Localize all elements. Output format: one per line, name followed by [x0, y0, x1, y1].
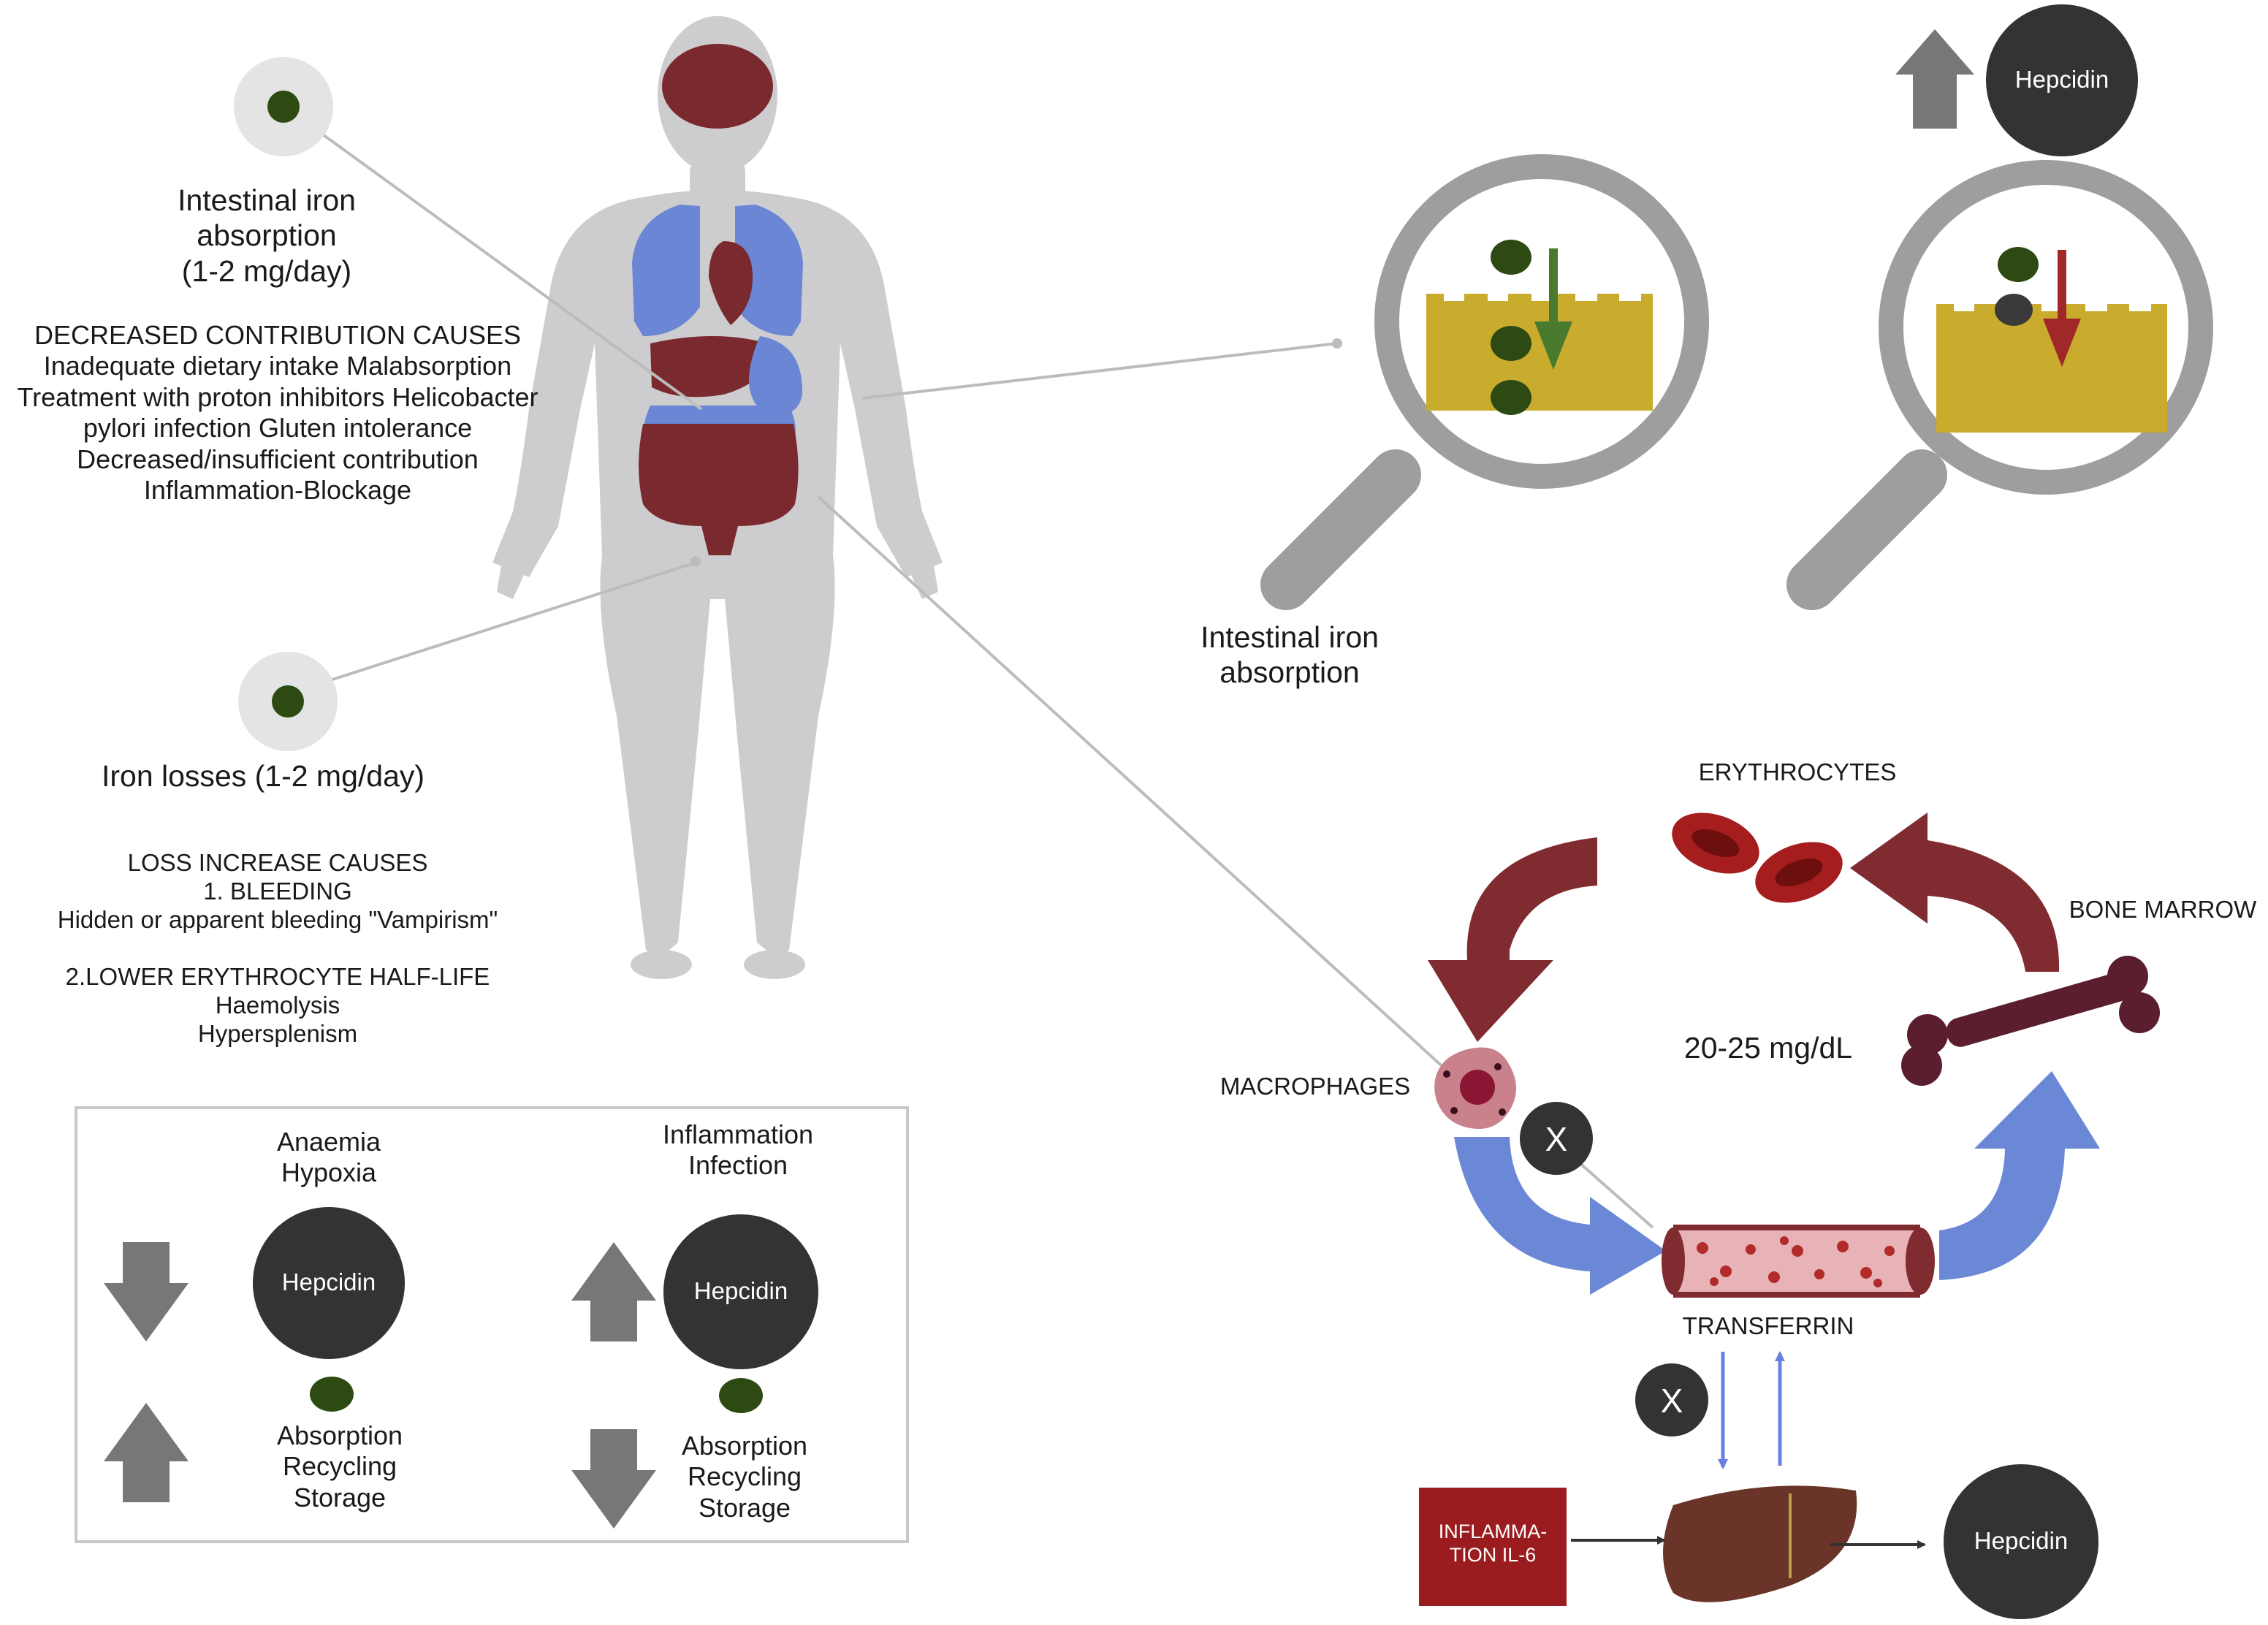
arrow-up-icon — [104, 1403, 189, 1502]
iron-absorption-badge — [234, 57, 333, 156]
connector-lines — [285, 107, 1654, 1229]
lungs — [632, 205, 803, 336]
liver — [650, 336, 769, 397]
inflammation-box — [1419, 1488, 1567, 1606]
transferrin-liver-arrows — [1718, 1351, 1785, 1469]
hepcidin-circle-bottom — [1944, 1464, 2098, 1619]
block-label: X — [1660, 1382, 1683, 1420]
macrophage-icon — [1434, 1047, 1516, 1129]
blue-cycle-arrow-left — [1454, 1137, 1666, 1295]
legend-box — [75, 1106, 909, 1543]
bone-marrow-icon — [1901, 956, 2160, 1086]
hepcidin-circle-large — [663, 1214, 818, 1369]
hepcidin-circle-small — [253, 1207, 405, 1359]
stomach — [749, 336, 803, 414]
intestines — [639, 424, 799, 555]
legend-left-effects: Absorption Recycling Storage — [276, 1420, 403, 1512]
hepcidin-circle-top — [1986, 4, 2138, 156]
inflammation-label: INFLAMMA- TION IL-6 — [1438, 1521, 1548, 1567]
arrow-up-icon — [1895, 29, 1974, 129]
liver-icon — [1663, 1485, 1857, 1602]
heart — [709, 241, 753, 325]
transferrin-vessel-icon — [1662, 1225, 1935, 1298]
iron-losses-badge — [238, 652, 338, 751]
legend-left-condition: Anaemia Hypoxia — [276, 1127, 381, 1188]
decreased-causes-text: DECREASED CONTRIBUTION CAUSES Inadequate… — [17, 320, 539, 506]
arrow-down-icon — [104, 1242, 189, 1342]
blue-cycle-arrow-right — [1939, 1071, 2100, 1280]
block-label: X — [1545, 1120, 1568, 1158]
block-icon — [1520, 1102, 1593, 1175]
losses-label: Iron losses (1-2 mg/day) — [101, 759, 425, 793]
brain — [662, 44, 773, 129]
red-cycle-arrow-left — [1428, 837, 1597, 1042]
erythrocytes-label: ERYTHROCYTES — [1698, 758, 1897, 785]
legend-right-hepcidin-label: Hepcidin — [693, 1277, 788, 1304]
erythrocytes-icon — [1672, 812, 1843, 903]
arrow-down-icon — [571, 1429, 656, 1529]
top-hepcidin-label: Hepcidin — [2014, 66, 2109, 93]
legend-left-hepcidin-label: Hepcidin — [281, 1268, 376, 1295]
magnifier-normal — [1260, 154, 1709, 610]
loss-causes-text: LOSS INCREASE CAUSES 1. BLEEDING Hidden … — [57, 849, 498, 1047]
iron-dot-icon — [310, 1377, 354, 1412]
legend-right-condition: Inflammation Infection — [662, 1119, 814, 1181]
arrow-up-icon — [571, 1242, 656, 1342]
magnifier-caption: Intestinal iron absorption — [1200, 620, 1379, 690]
connector-endpoint — [690, 556, 701, 566]
center-value-label: 20-25 mg/dL — [1683, 1031, 1853, 1065]
red-cycle-arrow-right — [1850, 812, 2060, 972]
bottom-hepcidin-label: Hepcidin — [1974, 1527, 2069, 1554]
block-icon — [1635, 1363, 1708, 1436]
legend-right-effects: Absorption Recycling Storage — [681, 1431, 808, 1523]
connector-endpoint — [1332, 338, 1342, 349]
magnifier-hepcidin — [1786, 160, 2213, 610]
transferrin-label: TRANSFERRIN — [1682, 1312, 1854, 1339]
bone-marrow-label: BONE MARROW — [2069, 896, 2257, 923]
macrophages-label: MACROPHAGES — [1219, 1073, 1411, 1100]
absorption-label: Intestinal iron absorption (1-2 mg/day) — [178, 183, 356, 288]
iron-dot-icon — [719, 1378, 763, 1413]
